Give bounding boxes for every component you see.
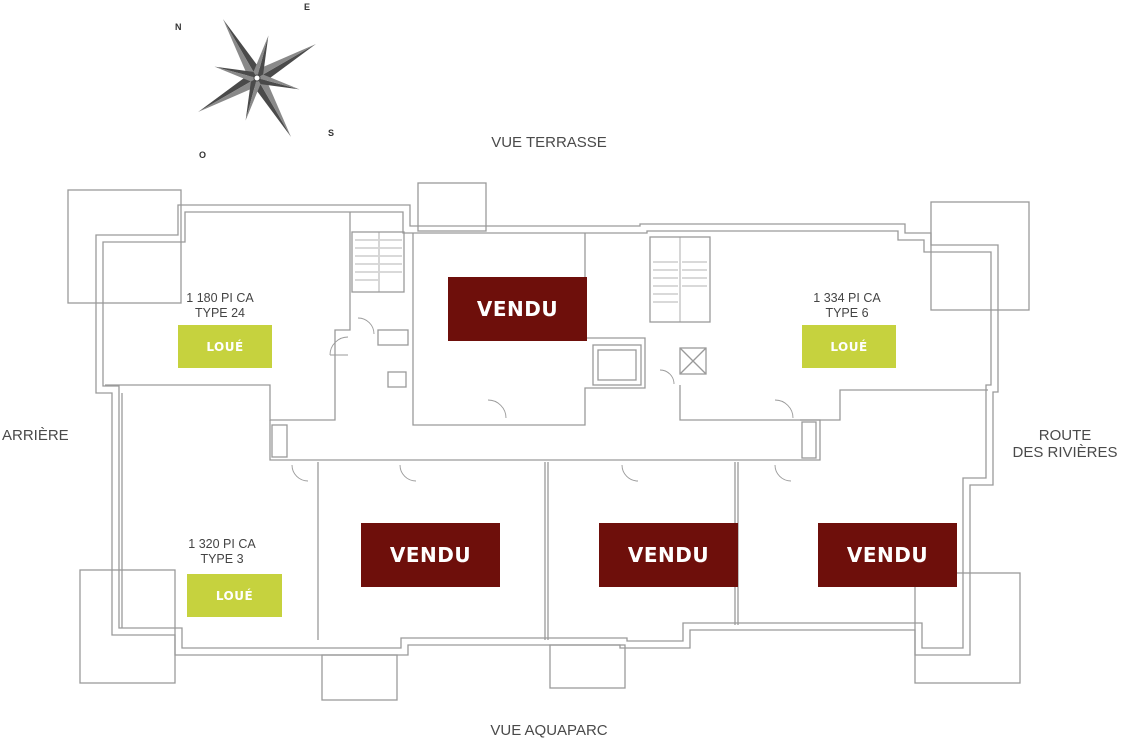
unit-south-1-status-badge[interactable]: VENDU — [361, 523, 500, 587]
view-label-right-line1: ROUTE — [1038, 427, 1092, 444]
unit-ne-type: TYPE 6 — [825, 306, 869, 320]
balcony-south-1 — [321, 654, 398, 701]
exterior-wall — [95, 204, 999, 656]
compass-north-letter: N — [175, 22, 182, 32]
compass-west-letter: O — [199, 150, 207, 160]
unit-south-2-status-badge[interactable]: VENDU — [599, 523, 738, 587]
elevator — [592, 344, 642, 386]
unit-nw-area: 1 180 PI CA — [186, 291, 254, 305]
view-label-bottom: VUE AQUAPARC — [490, 722, 608, 739]
stair-nw — [351, 231, 405, 293]
balcony-ne — [930, 201, 1030, 311]
unit-south-3-status-badge[interactable]: VENDU — [818, 523, 957, 587]
view-label-right-line2: DES RIVIÈRES — [1012, 444, 1118, 461]
balcony-south-2 — [549, 644, 626, 689]
unit-sw-type: TYPE 3 — [200, 552, 244, 566]
unit-north-status-badge[interactable]: VENDU — [448, 277, 587, 341]
balcony-nw — [67, 189, 182, 304]
view-label-top: VUE TERRASSE — [491, 134, 607, 151]
unit-ne-label: 1 334 PI CA TYPE 6 — [787, 291, 907, 321]
unit-nw-label: 1 180 PI CA TYPE 24 — [160, 291, 280, 321]
unit-ne-status-badge[interactable]: LOUÉ — [802, 325, 896, 368]
compass-rose-icon — [198, 19, 316, 137]
view-label-left: ARRIÈRE — [2, 427, 69, 444]
unit-nw-type: TYPE 24 — [194, 306, 246, 320]
unit-sw-status-badge[interactable]: LOUÉ — [187, 574, 282, 617]
unit-ne-walls — [679, 385, 988, 421]
unit-sw-area: 1 320 PI CA — [188, 537, 256, 551]
unit-south-walls — [317, 462, 739, 640]
view-label-right: ROUTE DES RIVIÈRES — [1005, 427, 1125, 461]
balcony-sw — [79, 569, 176, 684]
compass-east-letter: E — [304, 2, 311, 12]
balcony-north — [417, 182, 487, 232]
unit-nw-walls — [105, 212, 351, 421]
compass-south-letter: S — [328, 128, 335, 138]
unit-sw-label: 1 320 PI CA TYPE 3 — [162, 537, 282, 567]
unit-nw-status-badge[interactable]: LOUÉ — [178, 325, 272, 368]
unit-north-walls — [412, 233, 646, 426]
unit-ne-area: 1 334 PI CA — [813, 291, 881, 305]
balcony-se — [914, 572, 1021, 684]
corridor — [269, 419, 821, 461]
